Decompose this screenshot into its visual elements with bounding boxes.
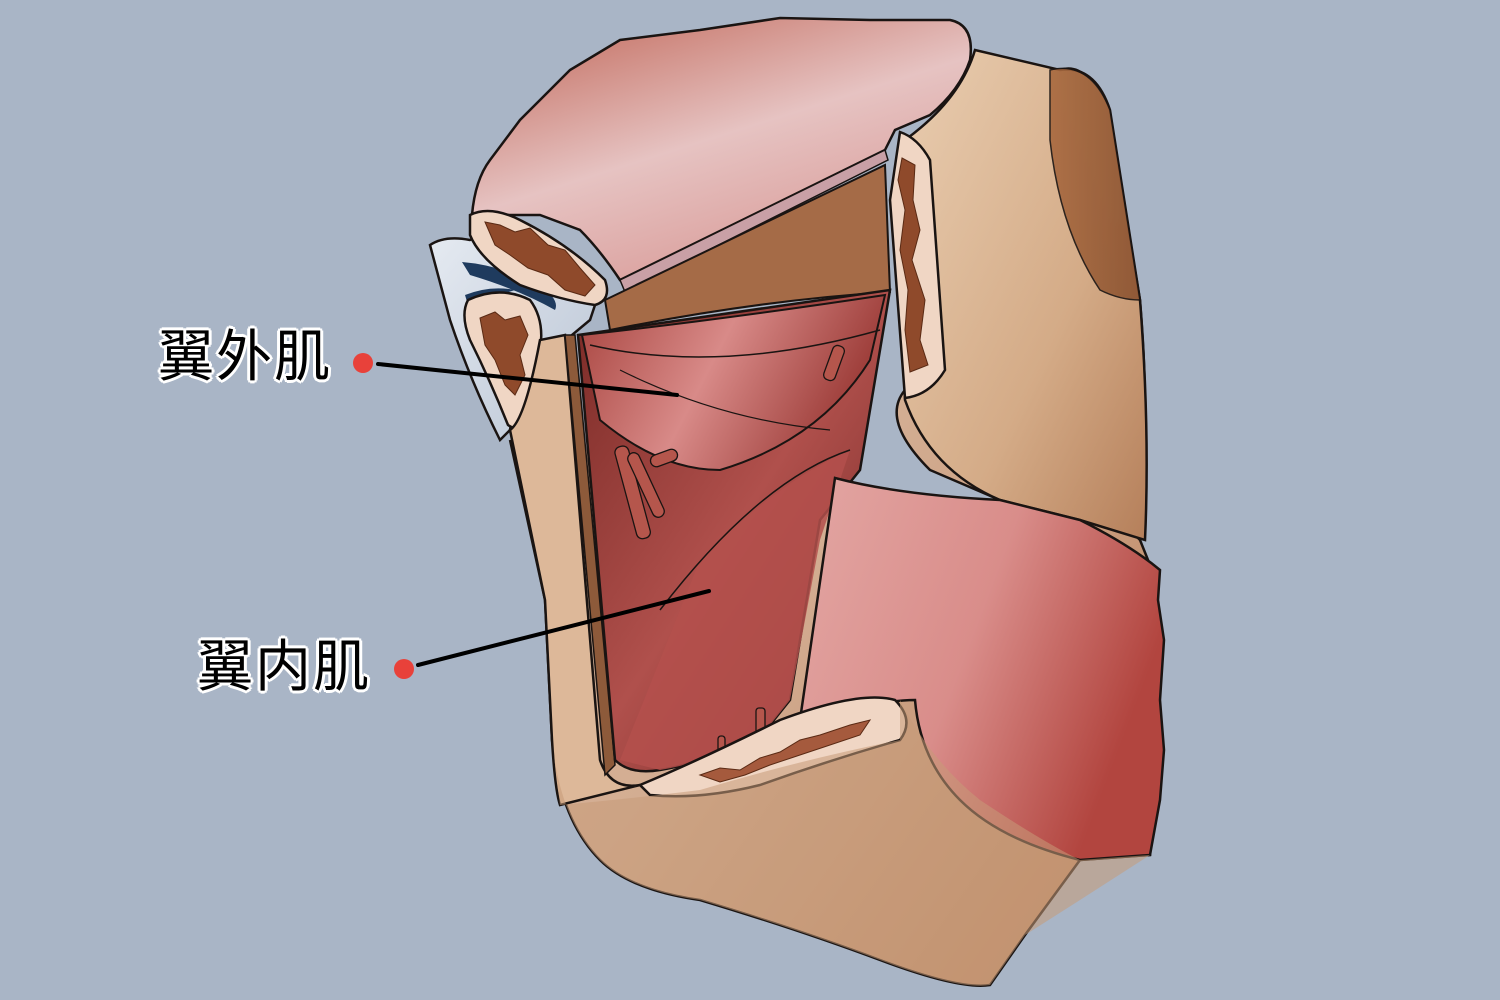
medial-pterygoid-muscle [620,450,850,770]
marker-dot-medial-pterygoid [394,659,414,679]
mandible-lower-face [552,700,1150,986]
leader-line-medial-pterygoid [416,589,711,667]
label-medial-pterygoid: 翼内肌 [197,635,371,700]
marker-dot-lateral-pterygoid [353,353,373,373]
ramus-posterior [508,333,641,807]
leader-lines [376,362,711,667]
label-lateral-pterygoid: 翼外肌 [158,325,332,390]
temporalis-muscle [470,16,973,282]
leader-line-lateral-pterygoid [376,362,679,397]
